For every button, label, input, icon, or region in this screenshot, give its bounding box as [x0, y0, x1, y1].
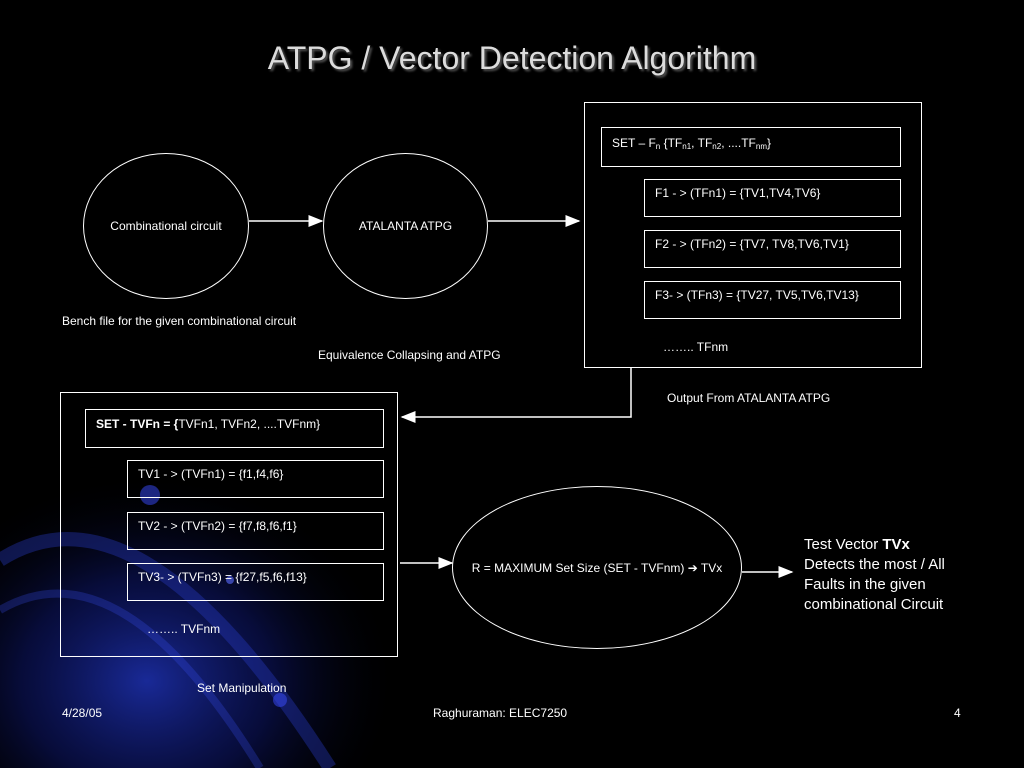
- bench-file-caption: Bench file for the given combinational c…: [62, 314, 297, 328]
- set-fn-header: SET – Fn {TFn1, TFn2, ....TFnm}: [601, 127, 901, 167]
- set-fn-prefix: SET – F: [612, 136, 656, 150]
- set-fn-sub-n1: n1: [682, 142, 692, 151]
- maximum-set-node: R = MAXIMUM Set Size (SET - TVFnm) ➔ TVx: [452, 486, 742, 649]
- slide-title: ATPG / Vector Detection Algorithm: [267, 40, 757, 76]
- set-manipulation-panel: [60, 392, 398, 657]
- set-caption: Set Manipulation: [197, 681, 287, 695]
- equivalence-caption: Equivalence Collapsing and ATPG: [318, 348, 501, 362]
- atpg-output-panel: [584, 102, 922, 368]
- combinational-circuit-node: Combinational circuit: [83, 153, 249, 299]
- set-fn-sub-n: n: [655, 142, 661, 151]
- conclusion-line2: Detects the most / All: [804, 556, 945, 573]
- set-fn-sub-nm: nm: [755, 142, 767, 151]
- conclusion-line3: Faults in the given: [804, 576, 926, 593]
- conclusion-line1: Test Vector TVx: [804, 535, 945, 555]
- output-ellipsis: …….. TFnm: [663, 340, 729, 354]
- set-tvfn-rest: TVFn1, TVFn2, ....TVFnm}: [178, 417, 321, 431]
- conclusion-prefix: Test Vector: [804, 536, 883, 553]
- output-caption: Output From ATALANTA ATPG: [667, 391, 831, 405]
- set-fn-brace: {TF: [660, 136, 683, 150]
- maximum-set-label: R = MAXIMUM Set Size (SET - TVFnm) ➔ TVx: [471, 560, 723, 575]
- footer-date: 4/28/05: [62, 706, 103, 720]
- atalanta-atpg-label: ATALANTA ATPG: [358, 219, 453, 233]
- footer-author: Raghuraman: ELEC7250: [433, 706, 568, 720]
- atalanta-atpg-node: ATALANTA ATPG: [323, 153, 488, 299]
- combinational-circuit-label: Combinational circuit: [110, 219, 222, 233]
- set-tvfn-bold: SET - TVFn = {: [96, 417, 179, 431]
- output-row-f2: F2 - > (TFn2) = {TV7, TV8,TV6,TV1}: [644, 230, 901, 268]
- set-tvfn-header: SET - TVFn = {TVFn1, TVFn2, ....TVFnm}: [85, 409, 384, 448]
- set-fn-sep2: , ....TF: [721, 136, 756, 150]
- output-row-f3: F3- > (TFn3) = {TV27, TV5,TV6,TV13}: [644, 281, 901, 319]
- arrow-output-to-set: [400, 367, 632, 423]
- output-row-f1: F1 - > (TFn1) = {TV1,TV4,TV6}: [644, 179, 901, 217]
- set-fn-sub-n2: n2: [712, 142, 722, 151]
- set-row-tv3: TV3- > (TVFn3) = {f27,f5,f6,f13}: [127, 563, 384, 601]
- conclusion-tvx: TVx: [882, 536, 910, 553]
- conclusion-line4: combinational Circuit: [804, 596, 944, 613]
- set-fn-close: }: [767, 136, 772, 150]
- set-fn-sep1: , TF: [691, 136, 713, 150]
- conclusion-text: Test Vector TVx Detects the most / All F…: [804, 535, 945, 615]
- set-ellipsis: …….. TVFnm: [147, 622, 221, 636]
- set-row-tv1: TV1 - > (TVFn1) = {f1,f4,f6}: [127, 460, 384, 498]
- set-row-tv2: TV2 - > (TVFn2) = {f7,f8,f6,f1}: [127, 512, 384, 550]
- footer-page-number: 4: [954, 706, 961, 720]
